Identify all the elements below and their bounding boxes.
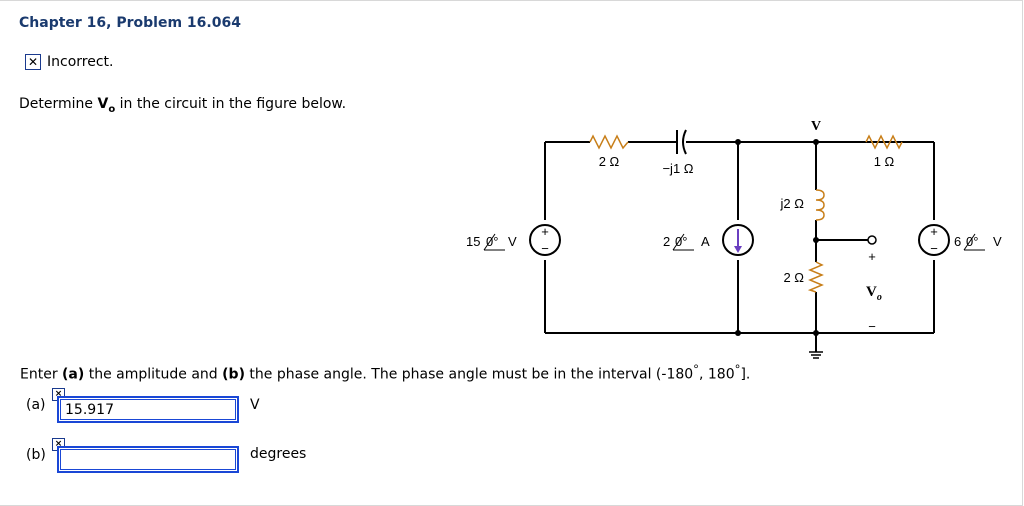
inductor [815, 189, 825, 221]
instr-deg1: ° [693, 362, 699, 376]
label-src-left: 15 0° V [466, 233, 517, 251]
svg-text:V: V [993, 234, 1002, 249]
resistor-r2 [807, 261, 824, 293]
label-src-mid: 2 0° A [663, 233, 710, 251]
svg-text:A: A [701, 234, 710, 249]
answer-a-label: (a) [26, 397, 46, 413]
instr-a: (a) [62, 366, 85, 383]
prompt-var: V [97, 96, 109, 112]
voltage-source-left [529, 224, 561, 256]
svg-text:V: V [508, 234, 517, 249]
label-src-right: 6 0° V [954, 233, 1002, 251]
instr-mid: the amplitude and [84, 366, 223, 383]
svg-text:2: 2 [663, 234, 670, 249]
status-text: Incorrect. [47, 54, 114, 70]
instr-pre: Enter [20, 366, 63, 383]
label-vo: Vo [866, 284, 882, 303]
answer-instructions: Enter (a) the amplitude and (b) the phas… [20, 362, 750, 383]
label-r1: 2 Ω [599, 154, 620, 169]
resistor-r1 [589, 134, 629, 150]
label-cap: −j1 Ω [662, 161, 693, 176]
prompt-pre: Determine [19, 96, 98, 112]
instr-deg2: ° [734, 362, 741, 376]
svg-text:6: 6 [954, 234, 961, 249]
src-right-minus: − [930, 241, 938, 256]
answer-a-input[interactable]: 15.917 [57, 396, 239, 423]
answer-b-label: (b) [26, 447, 46, 463]
svg-text:0°: 0° [675, 234, 687, 249]
label-node-v: V [811, 119, 821, 134]
src-left-plus: + [541, 224, 549, 239]
label-vo-plus: + [868, 249, 876, 264]
instr-sep: , 180 [699, 366, 735, 383]
answer-a-unit: V [250, 397, 260, 413]
svg-text:0°: 0° [966, 234, 978, 249]
instr-end: ]. [740, 366, 751, 383]
src-right-plus: + [930, 224, 938, 239]
status-incorrect: ✕ Incorrect. [25, 54, 113, 70]
instr-post: the phase angle. The phase angle must be… [244, 366, 694, 383]
answer-a-value: 15.917 [65, 402, 114, 418]
svg-text:15: 15 [466, 234, 480, 249]
voltage-source-right [918, 224, 950, 256]
label-ind: j2 Ω [780, 196, 805, 211]
resistor-r3 [865, 134, 903, 150]
ground-icon [809, 351, 823, 359]
label-vo-minus: − [868, 319, 876, 334]
capacitor [676, 129, 687, 155]
question-prompt: Determine Vo in the circuit in the figur… [19, 96, 346, 115]
answer-b-input[interactable] [57, 446, 239, 473]
prompt-sub: o [108, 103, 116, 115]
label-r3: 1 Ω [874, 154, 895, 169]
src-left-minus: − [541, 241, 549, 256]
prompt-post: in the circuit in the figure below. [115, 96, 347, 112]
vo-terminal [867, 235, 877, 245]
label-r2: 2 Ω [783, 270, 804, 285]
x-mark-icon: ✕ [25, 54, 41, 70]
answer-b-unit: degrees [250, 446, 307, 462]
problem-title: Chapter 16, Problem 16.064 [19, 15, 241, 31]
svg-text:0°: 0° [486, 234, 498, 249]
instr-b: (b) [222, 366, 245, 383]
